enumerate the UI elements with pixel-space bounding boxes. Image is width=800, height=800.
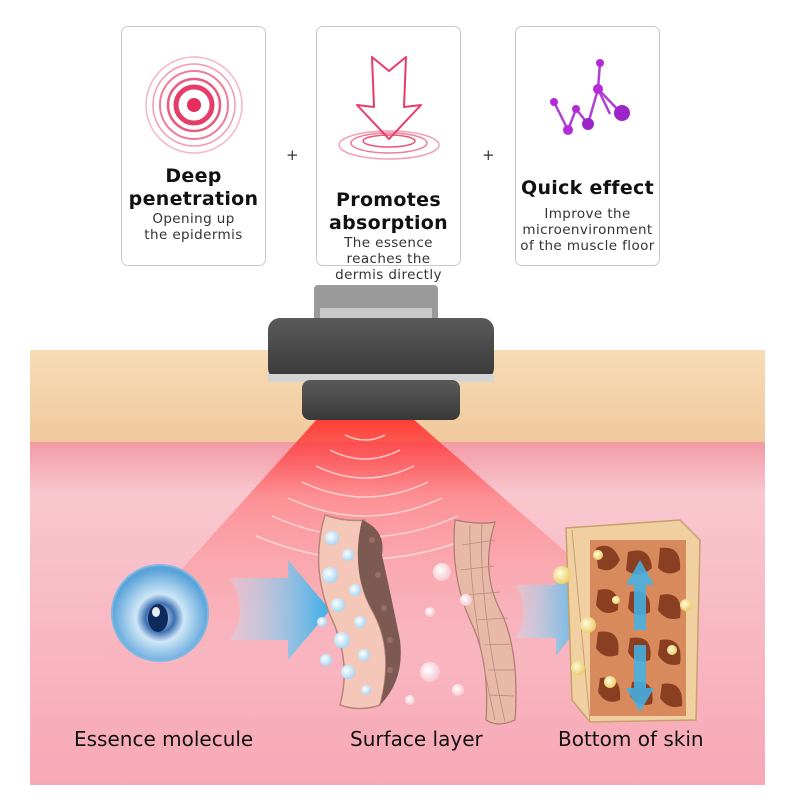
mid-tissue-sheet (453, 519, 517, 725)
card-title: Quick effect (521, 177, 654, 199)
card-title: Deep penetration (128, 165, 259, 210)
molecule-chain-icon (550, 59, 630, 135)
concentric-circles-icon (145, 56, 243, 154)
card-title: Promotes absorption (329, 189, 448, 234)
flow-arrow-icon (230, 560, 330, 660)
surface-layer-tissue (317, 514, 401, 710)
caption-surface-layer: Surface layer (350, 727, 483, 751)
floating-particles (405, 563, 472, 705)
card-description: Opening up the epidermis (144, 211, 243, 243)
card-description: The essence reaches the dermis directly (335, 235, 442, 283)
feature-card-promotes-absorption: Promotes absorption The essence reaches … (316, 26, 461, 283)
down-arrow-ripple-icon (338, 56, 440, 160)
feature-card-quick-effect: Quick effect Improve the microenvironmen… (515, 26, 660, 266)
plus-sign: + (286, 146, 299, 164)
card-description: Improve the microenvironment of the musc… (520, 206, 655, 254)
deep-skin-block (565, 519, 701, 723)
plus-sign: + (482, 146, 495, 164)
caption-bottom-of-skin: Bottom of skin (558, 727, 704, 751)
beauty-device (268, 285, 494, 420)
caption-essence-molecule: Essence molecule (74, 727, 254, 751)
nutrient-particles (553, 550, 692, 688)
essence-molecule-sphere (111, 564, 209, 662)
feature-card-deep-penetration: Deep penetration Opening up the epidermi… (121, 26, 266, 266)
